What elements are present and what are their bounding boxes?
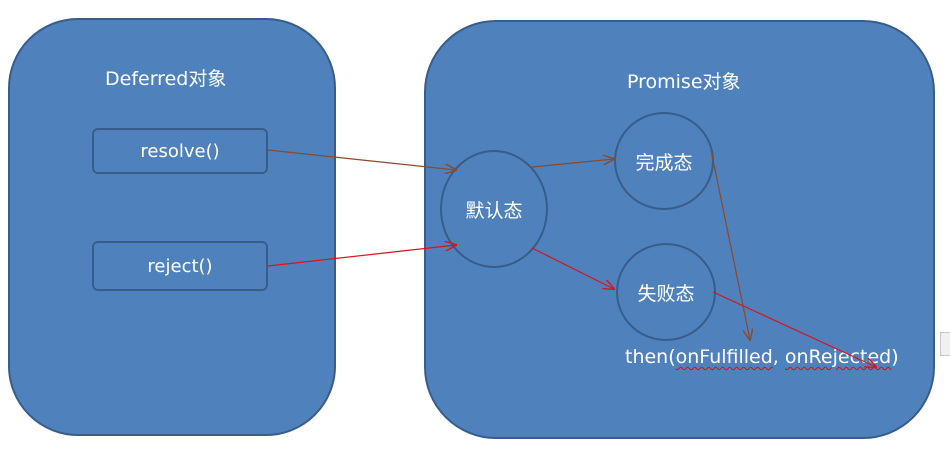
promise-title: Promise对象 xyxy=(627,71,741,93)
rejected-state-node: 失败态 xyxy=(616,243,716,341)
resolve-label: resolve() xyxy=(140,140,220,162)
fulfilled-to-then-arrow xyxy=(710,149,750,340)
default-state-label: 默认态 xyxy=(465,199,523,222)
default-to-fulfilled-arrow xyxy=(531,159,614,168)
edge-handle-icon xyxy=(940,332,950,356)
rejected-to-then-arrow xyxy=(712,291,876,367)
fulfilled-state-label: 完成态 xyxy=(635,151,693,174)
default-state-node: 默认态 xyxy=(440,150,548,268)
rejected-state-label: 失败态 xyxy=(637,282,695,305)
reject-label: reject() xyxy=(147,255,213,277)
reject-to-default-arrow xyxy=(267,245,456,267)
reject-method-box: reject() xyxy=(92,241,268,291)
deferred-panel xyxy=(8,18,336,436)
on-fulfilled-arg: onFulfilled xyxy=(675,346,773,368)
then-prefix: then( xyxy=(625,346,676,368)
then-separator: , xyxy=(772,346,785,368)
then-callback-label: then(onFulfilled, onRejected) xyxy=(625,346,899,368)
deferred-title: Deferred对象 xyxy=(105,68,227,90)
resolve-to-default-arrow xyxy=(267,149,456,170)
then-suffix: ) xyxy=(891,346,899,368)
resolve-method-box: resolve() xyxy=(92,128,268,174)
default-to-rejected-arrow xyxy=(531,247,614,289)
